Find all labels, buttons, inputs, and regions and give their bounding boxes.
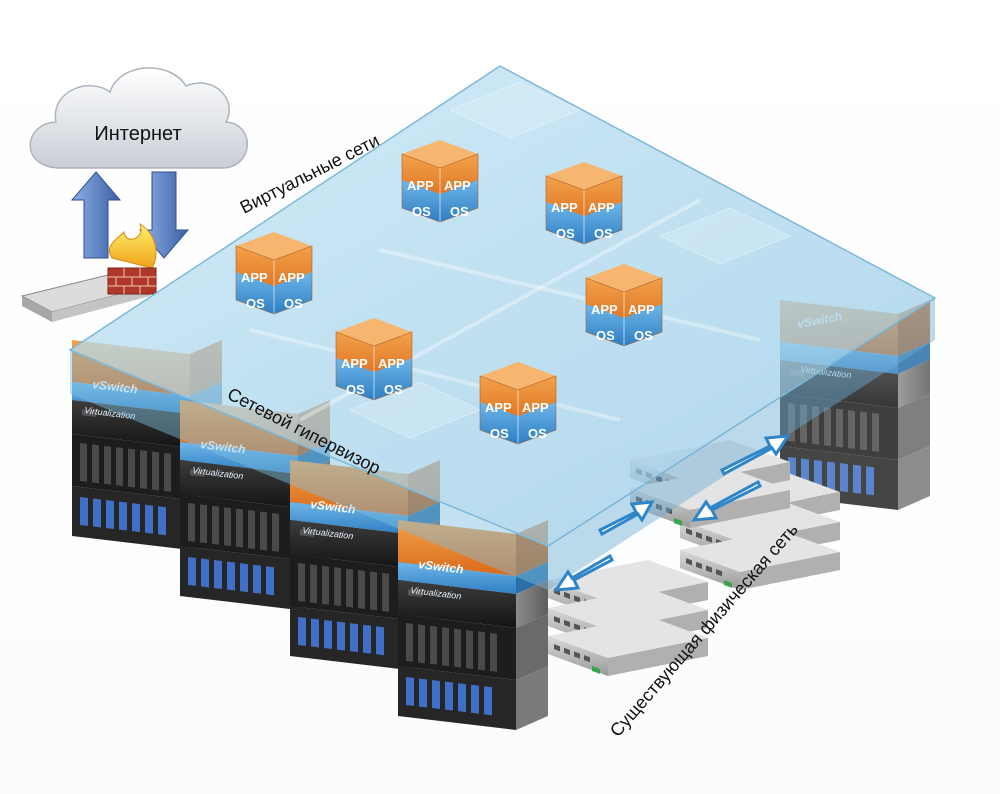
traffic-arrow-3-icon	[597, 500, 655, 537]
vm-labels: APP APP OS OS APP APP OS OS APP APP OS O…	[241, 178, 655, 441]
vm6-app-left: APP	[485, 400, 512, 415]
upload-arrow-icon	[70, 171, 122, 259]
vm6-app-right: APP	[522, 400, 549, 415]
vm5-os-right: OS	[384, 382, 403, 397]
firewall-icon	[107, 222, 157, 295]
vm6-os-left: OS	[490, 426, 509, 441]
vm3-app-right: APP	[278, 270, 305, 285]
traffic-arrow-1-icon	[719, 434, 791, 477]
internet-cloud-icon	[29, 67, 249, 169]
traffic-arrows	[553, 434, 791, 592]
vm3-os-right: OS	[284, 296, 303, 311]
vm1-app-right: APP	[444, 178, 471, 193]
vm1-app-left: APP	[407, 178, 434, 193]
vm4-app-left: APP	[591, 302, 618, 317]
vswitch-label-3: vSwitch	[310, 497, 357, 516]
internet-label: Интернет	[94, 123, 181, 145]
vm1-os-right: OS	[450, 204, 469, 219]
vswitch-label-4: vSwitch	[418, 557, 465, 576]
vm4-os-left: OS	[596, 328, 615, 343]
vm4-app-right: APP	[628, 302, 655, 317]
vm2-os-right: OS	[594, 226, 613, 241]
vm2-app-right: APP	[588, 200, 615, 215]
vm5-app-left: APP	[341, 356, 368, 371]
vm5-os-left: OS	[346, 382, 365, 397]
vm6-os-right: OS	[528, 426, 547, 441]
traffic-arrow-2-icon	[691, 479, 763, 522]
traffic-arrow-4-icon	[553, 553, 614, 592]
vm3-app-left: APP	[241, 270, 268, 285]
vm3-os-left: OS	[246, 296, 265, 311]
vswitch-label-1: vSwitch	[92, 377, 139, 396]
vm2-os-left: OS	[556, 226, 575, 241]
vm1-os-left: OS	[412, 204, 431, 219]
vm2-app-left: APP	[551, 200, 578, 215]
vm5-app-right: APP	[378, 356, 405, 371]
vm4-os-right: OS	[634, 328, 653, 343]
vswitch-label-2: vSwitch	[200, 437, 247, 456]
